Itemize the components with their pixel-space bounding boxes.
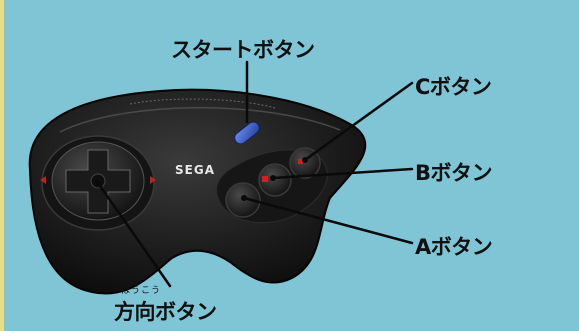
leader-lines <box>96 60 414 288</box>
leader-dots <box>95 157 308 201</box>
dpad-right-arrow-icon <box>150 176 156 184</box>
c-button-label: Cボタン <box>415 75 492 99</box>
top-text-strip <box>129 98 276 109</box>
dpad-left-arrow-icon <box>40 176 46 184</box>
leader-c <box>303 81 414 162</box>
c-marker-icon <box>298 159 303 164</box>
b-button-label: Bボタン <box>415 161 493 185</box>
b-marker-icon <box>262 176 268 182</box>
leader-b <box>271 167 414 180</box>
body-highlight <box>59 107 341 133</box>
leader-a <box>242 196 414 245</box>
dpad-label-ruby: ほうこう <box>121 286 162 296</box>
start-button[interactable] <box>232 120 261 147</box>
a-button-label: Aボタン <box>415 235 493 259</box>
leader-dpad <box>96 181 172 288</box>
sega-logo: SEGA <box>175 163 215 177</box>
start-button-label: スタートボタン <box>171 38 315 62</box>
dpad-label: 方向ボタン <box>114 300 217 324</box>
